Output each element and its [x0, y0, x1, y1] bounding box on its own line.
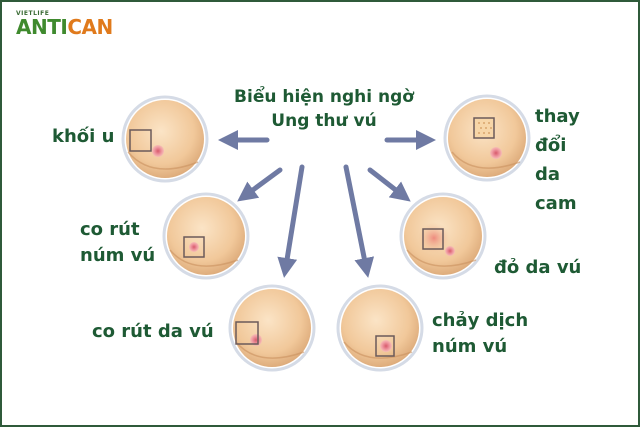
arrow-to-skin-retraction [277, 164, 305, 278]
breast-lump-image [121, 95, 209, 183]
vietlife-anticancer-logo: VIETLIFE ANTICAN [16, 10, 113, 37]
logo-tagline: VIETLIFE [16, 10, 50, 17]
label-nipple-retraction-line-1: co rút [80, 219, 140, 240]
label-orange-peel-line-1: thay [535, 106, 580, 127]
breast-nipple-retraction-image [162, 192, 250, 280]
label-discharge: chảy dịch núm vú [432, 308, 528, 360]
label-redness: đỏ da vú [494, 257, 582, 278]
logo-brand: ANTICAN [16, 17, 113, 37]
arrow-to-redness [367, 167, 411, 202]
logo-brand-anti: ANTI [16, 15, 68, 39]
label-nipple-retraction-line-2: núm vú [80, 245, 156, 266]
label-lump: khối u [52, 126, 115, 147]
logo-brand-can: CAN [67, 15, 113, 39]
breast-orange-peel-image [443, 94, 531, 182]
label-nipple-retraction: co rút núm vú [80, 217, 155, 269]
label-orange-peel: thay đổi da cam [535, 102, 580, 218]
title-line-1: Biểu hiện nghi ngờ [234, 87, 414, 107]
label-orange-peel-line-3: da [535, 164, 561, 185]
diagram-title: Biểu hiện nghi ngờ Ung thư vú [224, 85, 424, 133]
arrow-to-discharge [343, 164, 375, 278]
breast-discharge-image [336, 284, 424, 372]
title-line-2: Ung thư vú [271, 111, 377, 131]
breast-redness-image [399, 192, 487, 280]
label-discharge-line-1: chảy dịch [432, 310, 529, 331]
arrow-to-nipple-retraction [237, 167, 283, 202]
label-orange-peel-line-4: cam [535, 193, 577, 214]
breast-skin-retraction-image [228, 284, 316, 372]
arrows [218, 130, 436, 278]
label-discharge-line-2: núm vú [432, 336, 508, 357]
label-orange-peel-line-2: đổi [535, 135, 567, 156]
label-skin-retraction: co rút da vú [92, 321, 214, 342]
